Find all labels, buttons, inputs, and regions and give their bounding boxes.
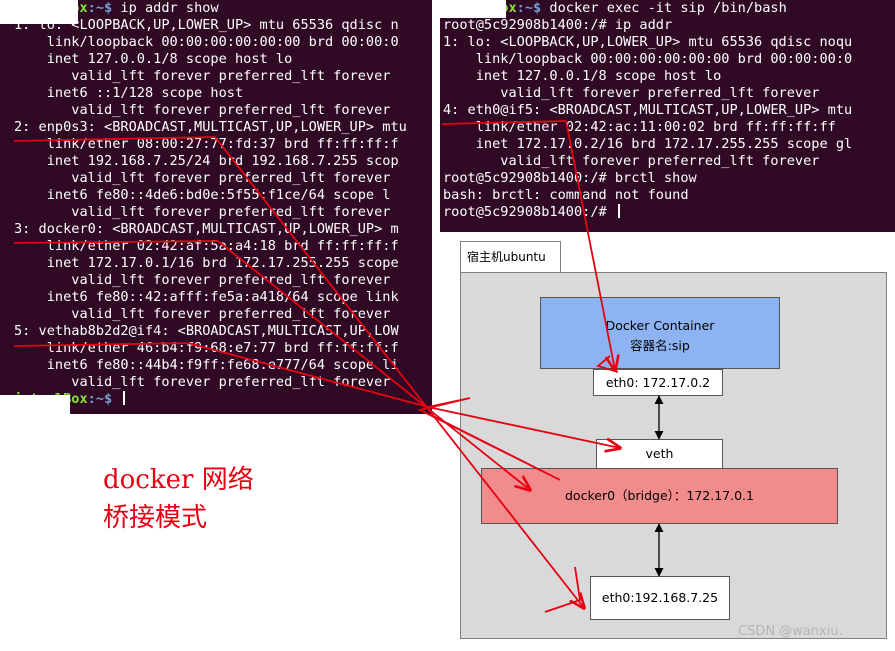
redaction-mask <box>0 395 70 415</box>
redaction-mask <box>440 0 506 18</box>
terminal-line: 1: lo: <LOOPBACK,UP,LOWER_UP> mtu 65536 … <box>0 17 432 34</box>
terminal-line: inet 127.0.0.1/8 scope host lo <box>0 51 432 68</box>
container-terminal-window[interactable]: irtualBox:~$ docker exec -it sip /bin/ba… <box>440 0 895 232</box>
terminal-line: inet 172.17.0.2/16 brd 172.17.255.255 sc… <box>440 136 895 153</box>
terminal-line: link/ether 02:42:ac:11:00:02 brd ff:ff:f… <box>440 119 895 136</box>
terminal-text: valid_lft forever preferred_lft forever <box>443 85 820 101</box>
caption-title: docker 网络 <box>103 465 254 495</box>
terminal-line: inet 192.168.7.25/24 brd 192.168.7.255 s… <box>0 153 432 170</box>
host-tab-label: 宿主机ubuntu <box>460 241 561 273</box>
terminal-text: 5: vethab8b2d2@if4: <BROADCAST,MULTICAST… <box>14 323 399 339</box>
caption-subtitle: 桥接模式 <box>103 503 208 533</box>
terminal-line: link/ether 02:42:af:5a:a4:18 brd ff:ff:f… <box>0 238 432 255</box>
terminal-text: bash: brctl: command not found <box>443 187 689 203</box>
terminal-text: link/ether 02:42:ac:11:00:02 brd ff:ff:f… <box>443 119 836 135</box>
container-eth0-box: eth0: 172.17.0.2 <box>593 369 723 396</box>
terminal-line: valid_lft forever preferred_lft forever <box>0 306 432 323</box>
terminal-line: 4: eth0@if5: <BROADCAST,MULTICAST,UP,LOW… <box>440 102 895 119</box>
terminal-text: valid_lft forever preferred_lft forever <box>14 68 391 84</box>
terminal-text: root@5c92908b1400:/# ip addr <box>443 17 673 33</box>
terminal-text: inet6 fe80::42:afff:fe5a:a418/64 scope l… <box>14 289 399 305</box>
terminal-line: root@5c92908b1400:/# ip addr <box>440 17 895 34</box>
terminal-line: valid_lft forever preferred_lft forever <box>0 102 432 119</box>
prompt-command <box>112 391 120 407</box>
prompt-path: :~$ <box>516 0 542 16</box>
prompt-path: :~$ <box>87 0 113 16</box>
terminal-text: inet 172.17.0.1/16 brd 172.17.255.255 sc… <box>14 255 399 271</box>
terminal-text: valid_lft forever preferred_lft forever <box>14 102 391 118</box>
container-title: Docker Container <box>605 318 715 333</box>
terminal-line: inet6 fe80::42:afff:fe5a:a418/64 scope l… <box>0 289 432 306</box>
terminal-line: inet 172.17.0.1/16 brd 172.17.255.255 sc… <box>0 255 432 272</box>
terminal-text: inet6 fe80::4de6:bd0e:5f55:f1ce/64 scope… <box>14 187 391 203</box>
terminal-line: 3: docker0: <BROADCAST,MULTICAST,UP,LOWE… <box>0 221 432 238</box>
terminal-line: valid_lft forever preferred_lft forever <box>440 85 895 102</box>
prompt-path: :~$ <box>87 391 113 407</box>
terminal-text: valid_lft forever preferred_lft forever <box>14 170 391 186</box>
terminal-cursor <box>123 391 126 405</box>
terminal-text: 1: lo: <LOOPBACK,UP,LOWER_UP> mtu 65536 … <box>14 17 399 33</box>
terminal-line: inet 127.0.0.1/8 scope host lo <box>440 68 895 85</box>
terminal-line: 1: lo: <LOOPBACK,UP,LOWER_UP> mtu 65536 … <box>440 34 895 51</box>
prompt-command: docker exec -it sip /bin/bash <box>541 0 787 16</box>
terminal-text: link/loopback 00:00:00:00:00:00 brd 00:0… <box>443 51 853 67</box>
terminal-text: valid_lft forever preferred_lft forever <box>14 306 391 322</box>
terminal-text: 3: docker0: <BROADCAST,MULTICAST,UP,LOWE… <box>14 221 399 237</box>
terminal-line: valid_lft forever preferred_lft forever <box>0 272 432 289</box>
terminal-line: link/loopback 00:00:00:00:00:00 brd 00:0… <box>0 34 432 51</box>
terminal-line: 2: enp0s3: <BROADCAST,MULTICAST,UP,LOWER… <box>0 119 432 136</box>
watermark: CSDN @wanxiu. <box>738 624 843 639</box>
terminal-text: inet 172.17.0.2/16 brd 172.17.255.255 sc… <box>443 136 853 152</box>
terminal-text: link/ether 02:42:af:5a:a4:18 brd ff:ff:f… <box>14 238 399 254</box>
terminal-text: link/ether 08:00:27:77:fd:37 brd ff:ff:f… <box>14 136 399 152</box>
terminal-line: bash: brctl: command not found <box>440 187 895 204</box>
terminal-line: inet6 ::1/128 scope host <box>0 85 432 102</box>
terminal-text: valid_lft forever preferred_lft forever <box>14 272 391 288</box>
terminal-line: root@5c92908b1400:/# <box>440 204 895 221</box>
terminal-line: link/ether 08:00:27:77:fd:37 brd ff:ff:f… <box>0 136 432 153</box>
terminal-text: valid_lft forever preferred_lft forever <box>443 153 820 169</box>
terminal-text: inet 127.0.0.1/8 scope host lo <box>14 51 293 67</box>
terminal-text: 2: enp0s3: <BROADCAST,MULTICAST,UP,LOWER… <box>14 119 407 135</box>
terminal-text: root@5c92908b1400:/# <box>443 204 615 220</box>
veth-box: veth <box>596 439 723 469</box>
terminal-cursor <box>617 204 620 218</box>
prompt-command: ip addr show <box>112 0 219 16</box>
terminal-line: 5: vethab8b2d2@if4: <BROADCAST,MULTICAST… <box>0 323 432 340</box>
terminal-line: valid_lft forever preferred_lft forever <box>0 374 432 391</box>
terminal-line: link/loopback 00:00:00:00:00:00 brd 00:0… <box>440 51 895 68</box>
terminal-line: inet6 fe80::4de6:bd0e:5f55:f1ce/64 scope… <box>0 187 432 204</box>
terminal-line: valid_lft forever preferred_lft forever <box>0 170 432 187</box>
terminal-line: root@5c92908b1400:/# brctl show <box>440 170 895 187</box>
docker-container-box: Docker Container 容器名:sip <box>540 297 780 369</box>
terminal-text: link/loopback 00:00:00:00:00:00 brd 00:0… <box>14 34 399 50</box>
docker0-bridge-box: docker0（bridge）：172.17.0.1 <box>481 468 838 524</box>
terminal-line: valid_lft forever preferred_lft forever <box>0 204 432 221</box>
terminal-line: valid_lft forever preferred_lft forever <box>0 68 432 85</box>
terminal-text: link/ether 46:b4:f9:68:e7:77 brd ff:ff:f… <box>14 340 399 356</box>
terminal-text: valid_lft forever preferred_lft forever <box>14 204 391 220</box>
terminal-line: link/ether 46:b4:f9:68:e7:77 brd ff:ff:f… <box>0 340 432 357</box>
container-name: 容器名:sip <box>630 338 690 353</box>
terminal-line: inet6 fe80::44b4:f9ff:fe68:e777/64 scope… <box>0 357 432 374</box>
terminal-text: valid_lft forever preferred_lft forever <box>14 374 391 390</box>
terminal-line: valid_lft forever preferred_lft forever <box>440 153 895 170</box>
terminal-text: inet6 ::1/128 scope host <box>14 85 244 101</box>
terminal-text: inet 192.168.7.25/24 brd 192.168.7.255 s… <box>14 153 399 169</box>
terminal-text: 4: eth0@if5: <BROADCAST,MULTICAST,UP,LOW… <box>443 102 853 118</box>
host-eth0-box: eth0:192.168.7.25 <box>590 576 730 620</box>
redaction-mask <box>0 0 78 24</box>
terminal-text: inet6 fe80::44b4:f9ff:fe68:e777/64 scope… <box>14 357 399 373</box>
terminal-text: 1: lo: <LOOPBACK,UP,LOWER_UP> mtu 65536 … <box>443 34 853 50</box>
terminal-text: inet 127.0.0.1/8 scope host lo <box>443 68 722 84</box>
terminal-text: root@5c92908b1400:/# brctl show <box>443 170 697 186</box>
terminal-line: irtualBox:~$ docker exec -it sip /bin/ba… <box>440 0 895 17</box>
